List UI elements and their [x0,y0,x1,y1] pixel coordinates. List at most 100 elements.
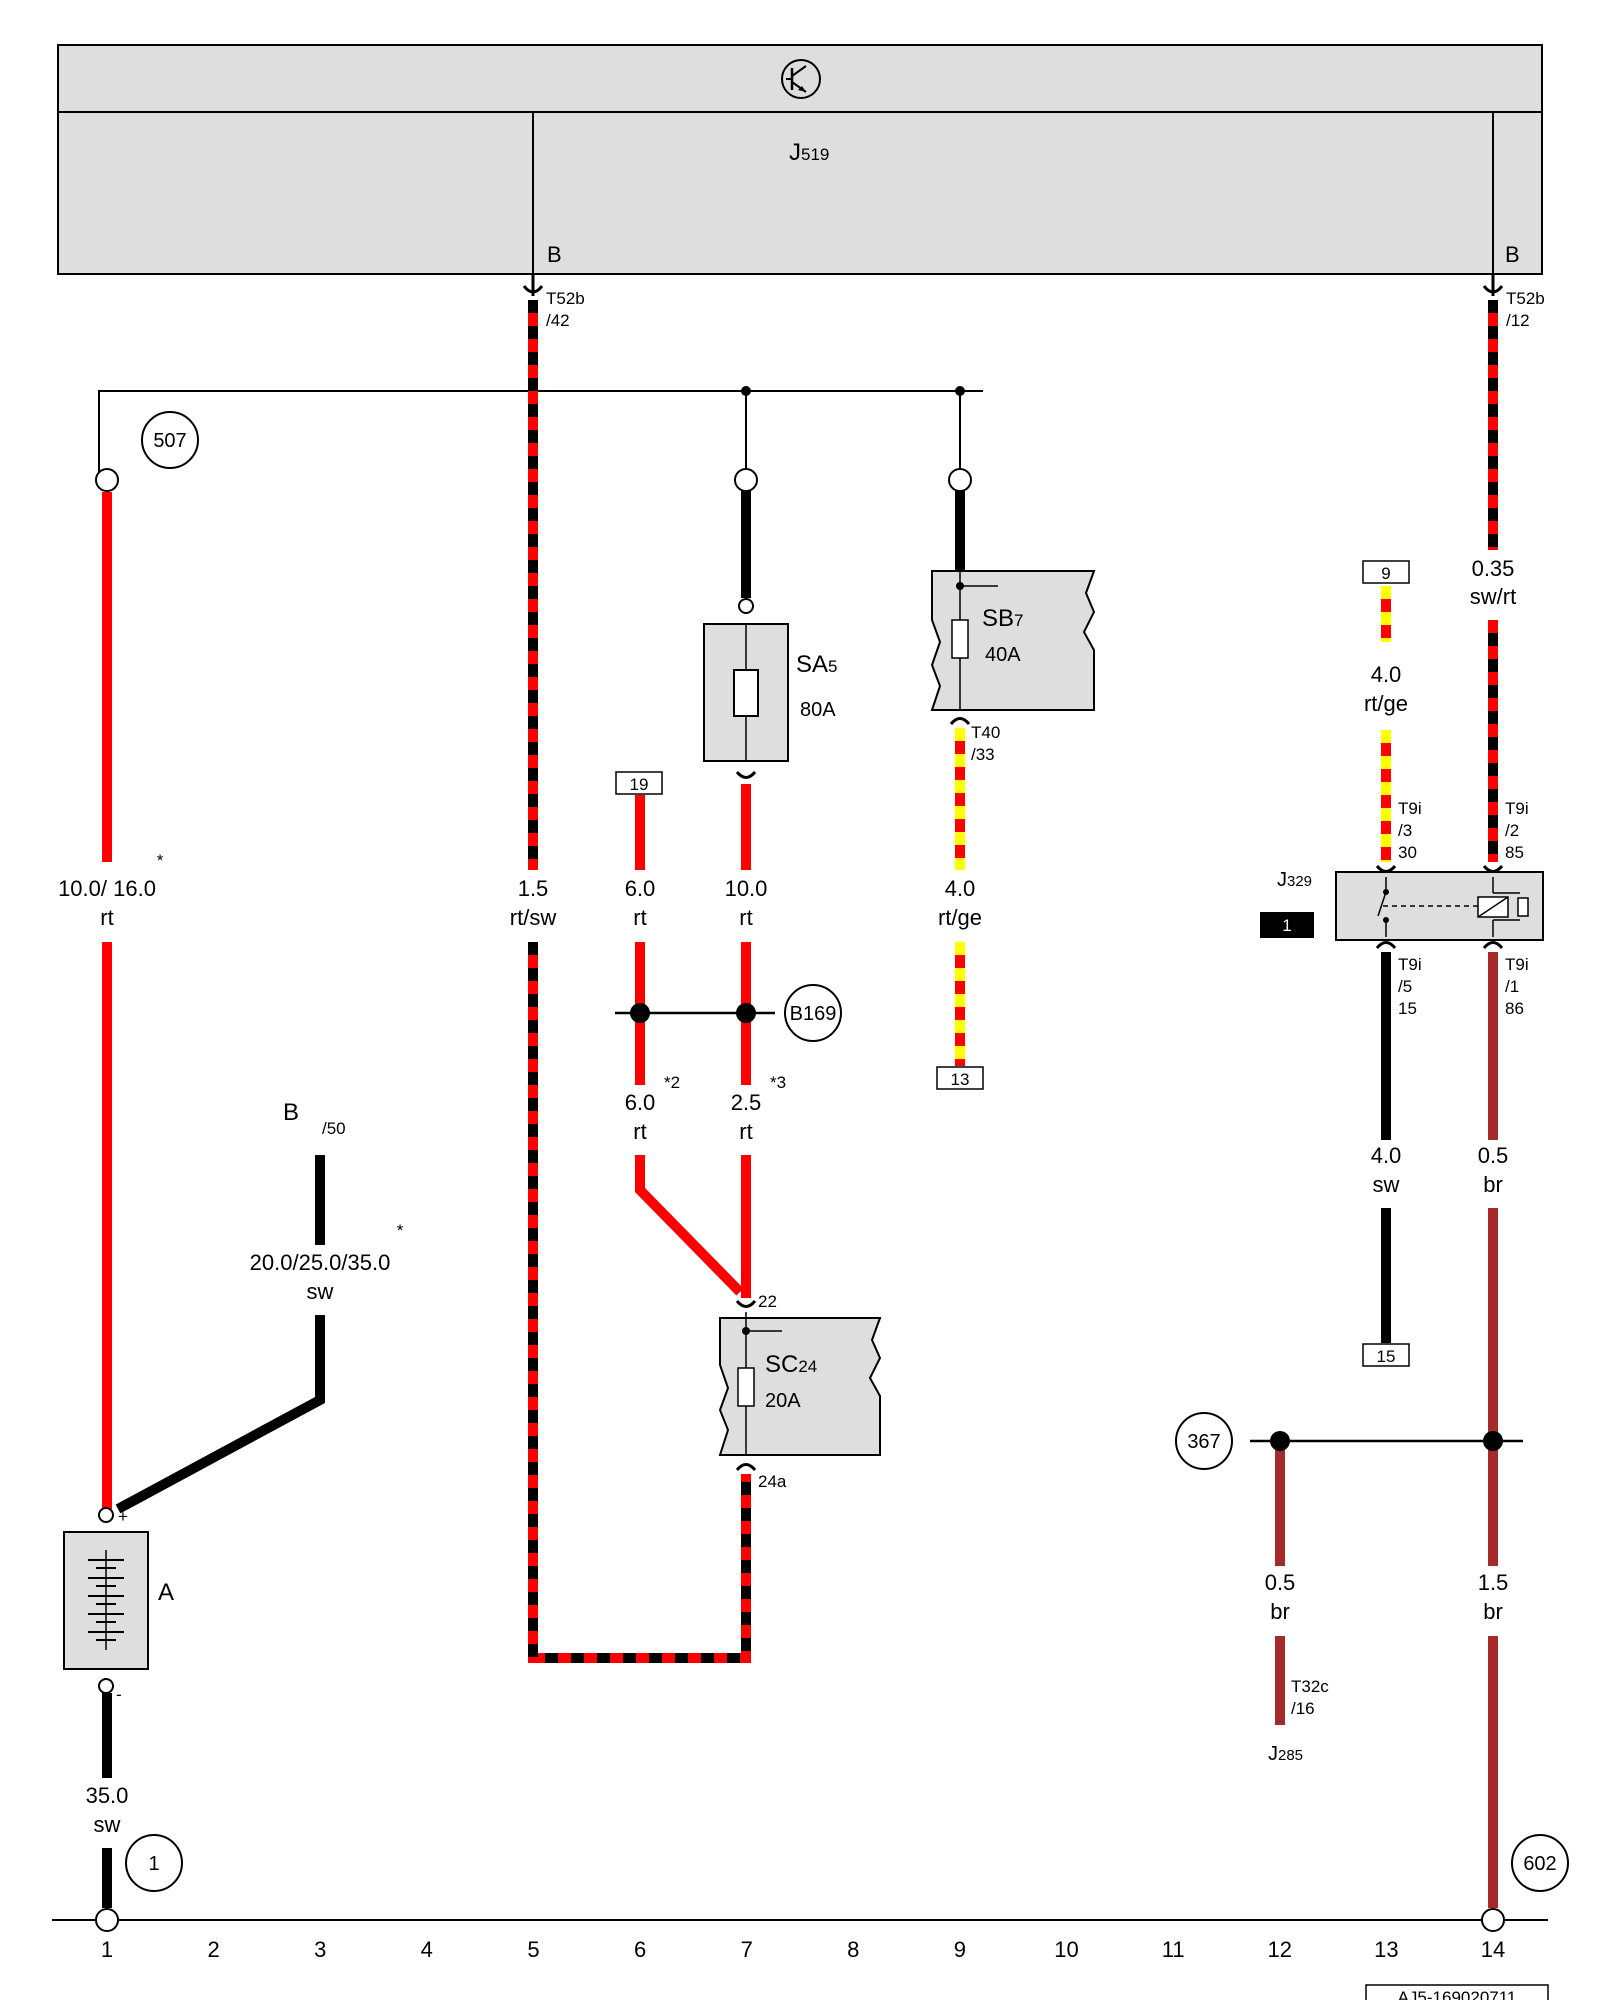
svg-text:rt/sw: rt/sw [510,905,557,930]
svg-text:*: * [157,851,164,870]
j519-label: J519 [789,139,829,166]
j329-badge: 1 [1260,912,1314,938]
grid-number: 1 [101,1937,113,1962]
svg-text:/16: /16 [1291,1699,1315,1718]
svg-text:T52b: T52b [1506,289,1545,308]
wire-group [102,300,1498,1908]
wire-label-w1: 10.0/ 16.0 rt * [58,851,164,930]
diagram-id-box: AJ5-169020711 [1365,1984,1549,2000]
sa5-rating: 80A [800,699,836,721]
svg-text:sw: sw [307,1279,334,1304]
svg-text:sw: sw [94,1812,121,1837]
svg-text:rt: rt [739,905,752,930]
svg-text:85: 85 [1505,843,1524,862]
connector-t9i-5: T9i /5 15 [1398,955,1422,1018]
svg-text:86: 86 [1505,999,1524,1018]
svg-text:T40: T40 [971,723,1000,742]
svg-text:T32c: T32c [1291,1677,1329,1696]
wire-label-w14-bottom: 1.5 br [1478,1570,1509,1624]
terminal-box-13: 13 [936,1066,984,1090]
wire-label-w5: 1.5 rt/sw [510,876,557,930]
connector-t32c-16: T32c /16 [1291,1677,1329,1718]
wire-segment-col3-lower [115,1315,325,1514]
svg-text:/33: /33 [971,745,995,764]
sc24-in-label: 22 [758,1292,777,1311]
svg-text:/5: /5 [1398,977,1412,996]
svg-text:507: 507 [153,430,186,452]
svg-text:367: 367 [1187,1431,1220,1453]
grid-number: 7 [741,1937,753,1962]
sa5-input-terminal [738,598,754,614]
sc24-label: SC24 [765,1351,817,1378]
fuse-sc24 [718,1299,882,1472]
svg-text:rt/ge: rt/ge [938,905,982,930]
svg-text:19: 19 [630,775,649,794]
svg-text:T9i: T9i [1505,955,1529,974]
wire-label-w9: 4.0 rt/ge [938,876,982,930]
terminal-box-19: 19 [615,771,663,795]
svg-text:rt/ge: rt/ge [1364,691,1408,716]
svg-text:*: * [397,1221,404,1240]
svg-text:4.0: 4.0 [945,876,976,901]
svg-text:20.0/25.0/35.0: 20.0/25.0/35.0 [250,1250,391,1275]
connector-t9i-1: T9i /1 86 [1505,955,1529,1018]
svg-text:4.0: 4.0 [1371,662,1402,687]
wire-label-w3: 20.0/25.0/35.0 sw * [250,1221,404,1304]
wire-label-w14-mid: 0.5 br [1478,1143,1509,1197]
svg-text:rt: rt [739,1119,752,1144]
splice-b169: B169 [615,984,842,1042]
svg-text:1: 1 [1282,916,1291,935]
svg-text:2.5: 2.5 [731,1090,762,1115]
svg-text:B169: B169 [790,1003,837,1025]
svg-text:/2: /2 [1505,821,1519,840]
transistor-symbol-icon [781,59,821,99]
j519-pin-right-label: B [1505,242,1520,267]
sa5-label: SA5 [796,651,837,678]
j329-label: J329 [1277,869,1312,891]
fuse-sb7 [930,570,1096,726]
svg-text:35.0: 35.0 [86,1783,129,1808]
reference-1: 1 [125,1834,183,1892]
wire-label-w6b: 6.0 rt *2 [625,1073,680,1144]
ground-rail [52,1908,1548,1932]
sb7-label: SB7 [982,605,1023,632]
wire-label-w13-top: 4.0 rt/ge [1364,662,1408,716]
grid-number: 11 [1162,1937,1185,1962]
terminal-507-top [95,468,119,492]
grid-number: 13 [1374,1937,1398,1962]
wire-label-w6a: 6.0 rt [625,876,656,930]
svg-text:15: 15 [1398,999,1417,1018]
svg-text:*2: *2 [664,1073,680,1092]
svg-text:T9i: T9i [1398,955,1422,974]
svg-text:br: br [1483,1599,1503,1624]
grid-number: 14 [1481,1937,1505,1962]
svg-text:T9i: T9i [1398,799,1422,818]
svg-text:T52b: T52b [546,289,585,308]
battery-label: A [158,1579,174,1606]
svg-text:/3: /3 [1398,821,1412,840]
svg-text:rt: rt [100,905,113,930]
connector-t52b-12: T52b /12 [1482,274,1545,330]
wire-label-w12: 0.5 br [1265,1570,1296,1624]
reference-602: 602 [1511,1834,1569,1892]
svg-text:br: br [1270,1599,1290,1624]
svg-text:602: 602 [1523,1853,1556,1875]
wire-label-w13-bottom: 4.0 sw [1371,1143,1402,1197]
svg-text:AJ5-169020711: AJ5-169020711 [1398,1988,1517,2000]
connector-t9i-3: T9i /3 30 [1398,799,1422,862]
svg-text:4.0: 4.0 [1371,1143,1402,1168]
wire-segment-col5-lower [528,942,751,1663]
svg-text:rt: rt [633,905,646,930]
grid-number: 9 [954,1937,966,1962]
svg-text:15: 15 [1377,1347,1396,1366]
svg-text:6.0: 6.0 [625,876,656,901]
starter-ref-sub: /50 [322,1119,346,1138]
svg-text:0.5: 0.5 [1478,1143,1509,1168]
terminal-sb7-top [948,468,972,492]
starter-ref-label: B [283,1099,299,1126]
battery-plus: + [118,1507,128,1526]
svg-text:sw/rt: sw/rt [1470,584,1516,609]
svg-text:6.0: 6.0 [625,1090,656,1115]
